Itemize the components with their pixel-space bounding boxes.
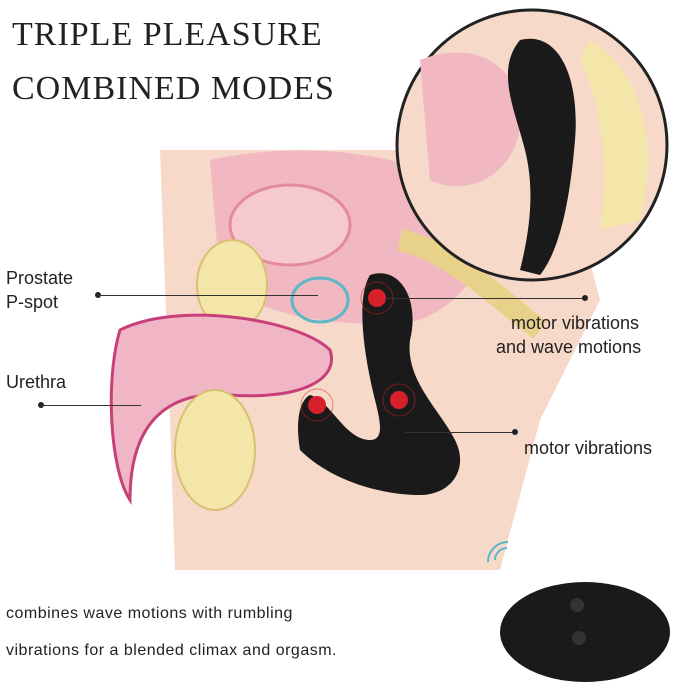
remote-control — [487, 541, 670, 682]
label-motor-wave-2: and wave motions — [496, 337, 642, 357]
pointer-line — [98, 295, 318, 296]
device — [298, 273, 461, 495]
pointer-line — [41, 405, 141, 406]
caption-line-1: combines wave motions with rumbling — [6, 605, 293, 622]
caption-line-2: vibrations for a blended climax and orga… — [6, 642, 337, 659]
pointer-dot — [512, 429, 518, 435]
pointer-dot — [582, 295, 588, 301]
label-p-spot: P-spot — [6, 292, 59, 312]
label-prostate: Prostate — [6, 268, 74, 288]
pointer-line — [405, 432, 515, 433]
title-line-2: COMBINED MODES — [12, 70, 335, 107]
label-urethra: Urethra — [6, 372, 67, 392]
title-line-1: TRIPLE PLEASURE — [12, 16, 323, 53]
label-motor-wave-1: motor vibrations — [511, 313, 640, 333]
label-motor-only: motor vibrations — [524, 438, 653, 458]
magnified-view — [395, 8, 669, 282]
pointer-line — [385, 298, 585, 299]
